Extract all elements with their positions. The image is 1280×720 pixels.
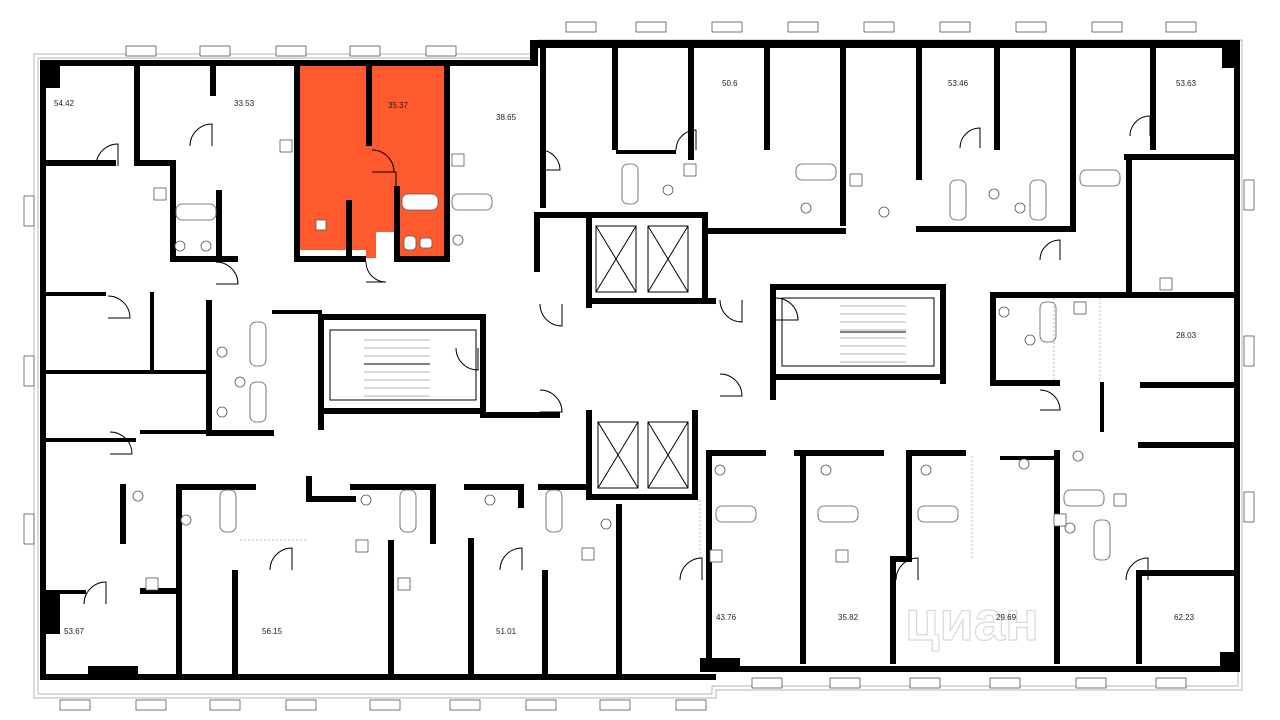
area-label: 35.37 <box>388 101 409 110</box>
selected-apartment-outline <box>294 60 450 262</box>
area-label: 50.6 <box>722 79 738 88</box>
area-label: 51.01 <box>496 627 517 636</box>
cian-logo-watermark-icon: циан <box>904 588 1039 652</box>
area-label: 38.65 <box>496 113 517 122</box>
area-label: 35.82 <box>838 613 859 622</box>
area-label: 29.69 <box>996 613 1017 622</box>
elevator-top <box>595 225 689 293</box>
staircase-right <box>781 297 935 367</box>
window-bottom-row <box>59 677 1187 711</box>
area-label: 43.76 <box>716 613 737 622</box>
area-label: 33.53 <box>234 99 255 108</box>
svg-text:циан: циан <box>905 589 1039 652</box>
area-label: 62.23 <box>1174 613 1195 622</box>
staircase-left <box>329 329 477 401</box>
building-outline <box>33 39 1243 699</box>
window-top-row <box>125 21 1197 57</box>
elevator-bottom <box>597 421 689 489</box>
area-label: 53.67 <box>64 627 85 636</box>
area-label: 56.15 <box>262 627 283 636</box>
area-labels: 54.42 33.53 35.37 38.65 50.6 53.46 53.63… <box>54 79 1197 636</box>
interior-details <box>83 115 1173 605</box>
walls <box>40 40 1240 680</box>
area-label: 28.03 <box>1176 331 1197 340</box>
window-right-col <box>1243 179 1255 523</box>
area-label: 54.42 <box>54 99 75 108</box>
area-label: 53.63 <box>1176 79 1197 88</box>
cooktops <box>145 139 1173 591</box>
window-left-col <box>23 195 35 545</box>
area-label: 53.46 <box>948 79 969 88</box>
windows <box>23 21 1255 711</box>
selected-apartment-highlight[interactable] <box>300 64 446 262</box>
